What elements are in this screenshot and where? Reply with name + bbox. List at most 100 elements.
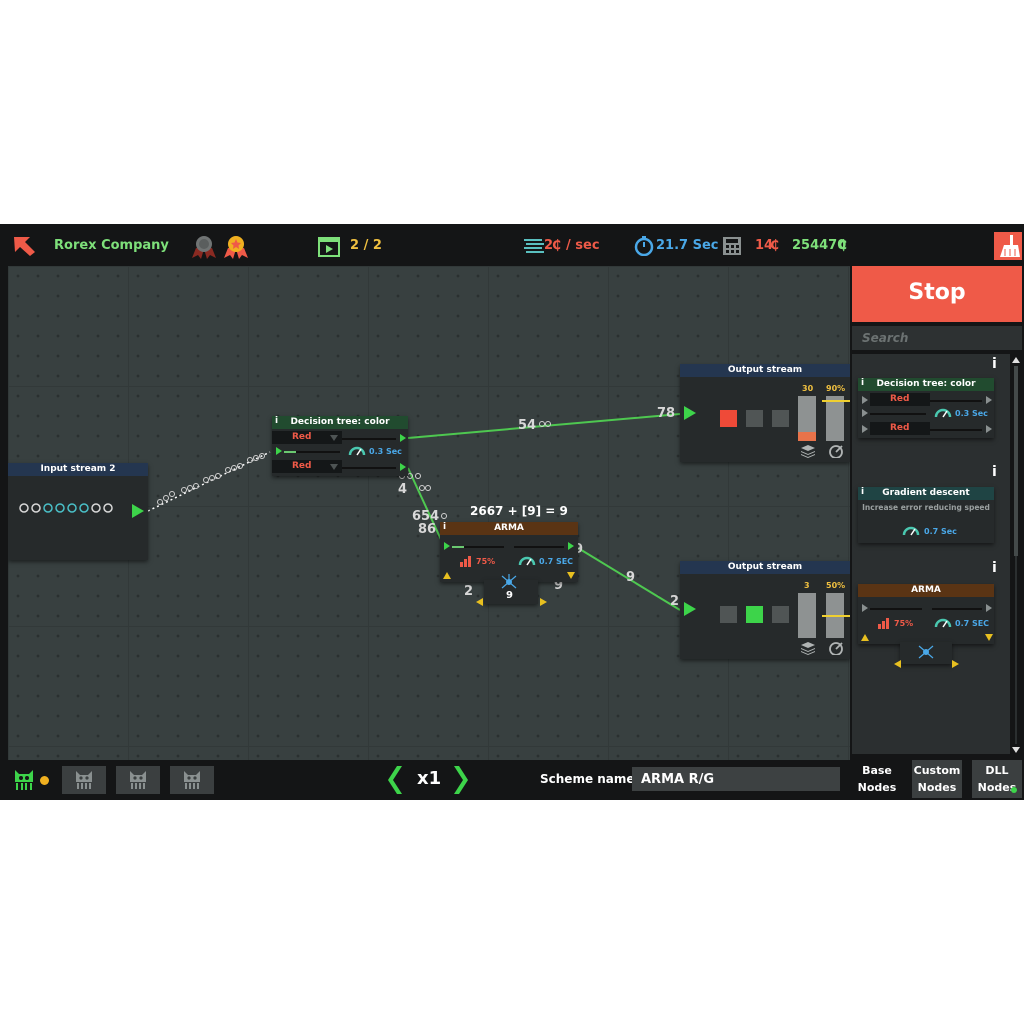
decision-option-1[interactable]: Red bbox=[272, 431, 342, 444]
node-title: Output stream bbox=[680, 364, 850, 377]
input-port-icon[interactable] bbox=[276, 447, 282, 455]
rate-icon bbox=[524, 239, 544, 253]
port-left-icon[interactable] bbox=[476, 598, 483, 606]
dropdown-arrow-icon[interactable] bbox=[330, 435, 338, 441]
wire-label: 9 bbox=[574, 542, 584, 557]
port-right-icon[interactable] bbox=[540, 598, 547, 606]
decision-tree-node[interactable]: Decision tree: color i Red 0.3 Sec Red bbox=[272, 416, 408, 476]
robot-slot-2[interactable] bbox=[116, 766, 160, 794]
layers-icon[interactable] bbox=[800, 641, 816, 655]
speed-gauge-icon bbox=[348, 446, 366, 456]
scheme-canvas[interactable]: 54 78 4 654 86 9 9 2 2 9 Input stream 2 … bbox=[8, 266, 850, 760]
tab-dll-nodes[interactable]: DLL Nodes bbox=[972, 760, 1022, 798]
output-port-icon[interactable] bbox=[400, 463, 406, 471]
tasks-icon[interactable] bbox=[318, 237, 340, 257]
tab-label: Base bbox=[862, 764, 892, 777]
input-port-icon[interactable] bbox=[684, 602, 696, 616]
palette-gradient-descent[interactable]: Gradient descent i Increase error reduci… bbox=[858, 487, 994, 543]
input-port-icon bbox=[862, 409, 868, 417]
output-stream-node-2[interactable]: Output stream 3 50% bbox=[680, 561, 850, 659]
speed-gauge-icon bbox=[518, 556, 536, 566]
output-port-icon[interactable] bbox=[400, 434, 406, 442]
info-icon[interactable]: i bbox=[443, 522, 447, 532]
robot-slot-3[interactable] bbox=[170, 766, 214, 794]
wire-label: 9 bbox=[554, 578, 564, 593]
port-down-icon[interactable] bbox=[567, 572, 575, 579]
company-name: Rorex Company bbox=[54, 238, 169, 253]
wire-decision-to-arma bbox=[407, 467, 445, 547]
cost-value: 14 bbox=[755, 238, 774, 253]
decision-option-2[interactable]: Red bbox=[272, 460, 342, 473]
robot-icon bbox=[184, 771, 200, 789]
speed-increase-icon[interactable] bbox=[452, 766, 468, 794]
palette-decision-tree[interactable]: Decision tree: color i Red 0.3 Sec Red bbox=[858, 378, 994, 438]
decision-option-2[interactable]: Red bbox=[870, 422, 930, 435]
node-description: Increase error reducing speed bbox=[862, 503, 990, 512]
wire-label: 86 bbox=[418, 522, 437, 537]
wire-label: 9 bbox=[626, 570, 636, 585]
output-port-icon[interactable] bbox=[568, 542, 574, 550]
node-title: ARMA bbox=[858, 584, 994, 597]
search-input[interactable] bbox=[852, 326, 1022, 350]
input-stream-node[interactable]: Input stream 2 bbox=[8, 463, 148, 560]
wire-label: 2 bbox=[670, 594, 680, 609]
output-color-green bbox=[746, 606, 763, 623]
speed-multiplier: x1 bbox=[417, 768, 442, 789]
info-icon[interactable]: i bbox=[992, 356, 997, 372]
stop-button[interactable]: Stop bbox=[852, 266, 1022, 322]
scroll-thumb[interactable] bbox=[1014, 366, 1018, 556]
info-icon[interactable]: i bbox=[992, 464, 997, 480]
count-bar bbox=[798, 593, 816, 638]
layers-icon[interactable] bbox=[800, 444, 816, 458]
status-dot bbox=[40, 776, 49, 785]
wire-label: 54 bbox=[518, 418, 537, 433]
stopwatch-icon bbox=[634, 236, 654, 256]
arma-node[interactable]: ARMA i 75% 0.7 SEC bbox=[440, 522, 578, 582]
info-icon[interactable]: i bbox=[861, 487, 865, 497]
count-bar bbox=[798, 396, 816, 441]
target-icon[interactable] bbox=[828, 641, 844, 655]
tab-custom-nodes[interactable]: Custom Nodes bbox=[912, 760, 962, 798]
tab-base-nodes[interactable]: Base Nodes bbox=[852, 760, 902, 798]
tasks-counter: 2 / 2 bbox=[350, 238, 382, 253]
sidebar: Stop i Decision tree: color i Red 0.3 Se… bbox=[850, 266, 1024, 800]
robot-icon bbox=[76, 771, 92, 789]
scroll-down-icon[interactable] bbox=[1012, 746, 1020, 754]
medal-gold-icon[interactable] bbox=[222, 234, 250, 260]
accuracy-bars-icon bbox=[460, 556, 471, 567]
speed-decrease-icon[interactable] bbox=[388, 766, 404, 794]
robot-avatar-icon[interactable] bbox=[12, 768, 36, 792]
output-port-icon bbox=[986, 425, 992, 433]
info-icon[interactable]: i bbox=[861, 378, 865, 388]
node-title: Output stream bbox=[680, 561, 850, 574]
medal-gray-icon[interactable] bbox=[190, 234, 218, 260]
bottom-bar: x1 Scheme name : bbox=[0, 760, 850, 800]
scheme-name-input[interactable] bbox=[632, 767, 840, 791]
output-count: 3 bbox=[804, 581, 810, 590]
broom-icon[interactable] bbox=[994, 232, 1022, 260]
palette-arma-value-box bbox=[900, 642, 952, 664]
output-stream-node-1[interactable]: Output stream 30 90% bbox=[680, 364, 850, 462]
input-port-icon[interactable] bbox=[444, 542, 450, 550]
info-icon[interactable]: i bbox=[992, 560, 997, 576]
decision-option-1[interactable]: Red bbox=[870, 393, 930, 406]
input-port-icon bbox=[862, 396, 868, 404]
palette-scrollbar[interactable] bbox=[1011, 354, 1021, 756]
info-icon[interactable]: i bbox=[275, 416, 279, 426]
target-icon[interactable] bbox=[828, 444, 844, 458]
input-port-icon[interactable] bbox=[684, 406, 696, 420]
calculator-icon bbox=[723, 237, 741, 255]
node-title: Decision tree: color bbox=[272, 416, 408, 429]
scroll-up-icon[interactable] bbox=[1012, 356, 1020, 364]
port-up-icon[interactable] bbox=[443, 572, 451, 579]
wire-label: 2 bbox=[464, 584, 474, 599]
output-port-icon[interactable] bbox=[132, 504, 144, 518]
wire-label: 654 bbox=[412, 509, 440, 524]
back-arrow-icon[interactable] bbox=[12, 235, 36, 257]
output-color-empty bbox=[746, 410, 763, 427]
robot-slot-1[interactable] bbox=[62, 766, 106, 794]
node-palette[interactable]: i Decision tree: color i Red 0.3 Sec Red bbox=[852, 354, 1010, 754]
dropdown-arrow-icon[interactable] bbox=[330, 464, 338, 470]
palette-arma[interactable]: ARMA 75% 0.7 SEC bbox=[858, 584, 994, 644]
arma-value: 9 bbox=[506, 590, 513, 601]
